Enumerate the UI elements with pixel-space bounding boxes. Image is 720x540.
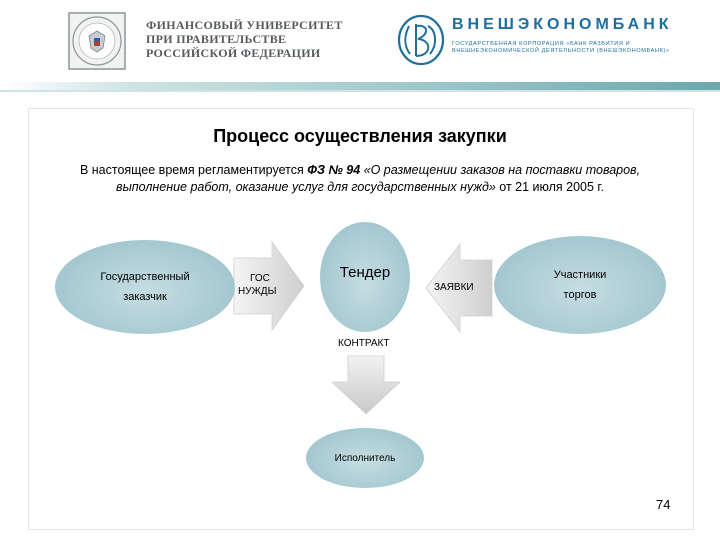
veb-logo-icon [397,14,445,66]
applications-label: ЗАЯВКИ [434,282,474,293]
intro-date: от 21 июля 2005 г. [495,180,604,194]
participants-label-line: торгов [563,289,597,301]
bank-subtitle: ГОСУДАРСТВЕННАЯ КОРПОРАЦИЯ «БАНК РАЗВИТИ… [452,41,672,55]
university-seal-icon [68,12,126,70]
tender-label: Тендер [339,264,391,281]
law-title: «О размещении заказов на поставки товаро… [116,163,641,194]
customer-label-line: Государственный [100,271,190,283]
contract-arrow [330,355,402,415]
participants-node: Участники торгов [494,236,666,334]
university-name-line: ПРИ ПРАВИТЕЛЬСТВЕ [146,32,287,46]
tender-node: Тендер [320,222,410,332]
gov-needs-label-line: ГОС [250,273,270,284]
university-name-line: РОССИЙСКОЙ ФЕДЕРАЦИИ [146,46,321,60]
slide-title: Процесс осуществления закупки [213,126,507,146]
page-number: 74 [656,497,671,512]
executor-label: Исполнитель [334,452,396,464]
university-name: ФИНАНСОВЫЙ УНИВЕРСИТЕТ ПРИ ПРАВИТЕЛЬСТВЕ… [146,18,346,60]
applications-arrow [425,242,493,334]
executor-node: Исполнитель [306,428,424,488]
participants-label-line: Участники [553,269,607,281]
content-frame [28,108,694,530]
gov-needs-arrow [233,240,305,332]
law-reference: ФЗ № 94 [307,163,361,177]
gov-needs-label: ГОС НУЖДЫ [238,272,276,298]
contract-label: КОНТРАКТ [338,338,390,349]
university-name-line: ФИНАНСОВЫЙ УНИВЕРСИТЕТ [146,18,343,32]
intro-lead: В настоящее время регламентируется [79,163,308,177]
header-divider-line [0,90,720,92]
bank-name: ВНЕШЭКОНОМБАНК [452,16,673,33]
header-divider [0,82,720,90]
bank-subtitle-line: ГОСУДАРСТВЕННАЯ КОРПОРАЦИЯ «БАНК РАЗВИТИ… [452,41,631,47]
bank-subtitle-line: ВНЕШНЕЭКОНОМИЧЕСКОЙ ДЕЯТЕЛЬНОСТИ (ВНЕШЭК… [452,48,670,54]
customer-label-line: заказчик [123,291,167,303]
customer-node: Государственный заказчик [55,240,235,334]
intro-paragraph: В настоящее время регламентируется ФЗ № … [70,162,650,196]
gov-needs-label-line: НУЖДЫ [238,286,277,297]
